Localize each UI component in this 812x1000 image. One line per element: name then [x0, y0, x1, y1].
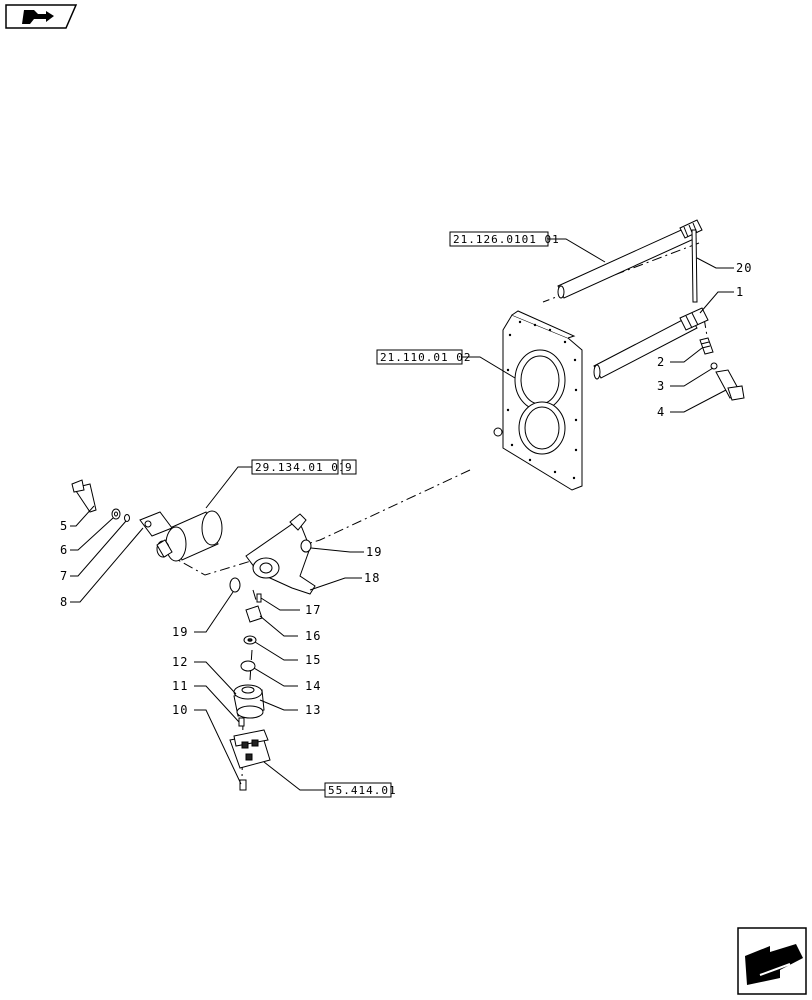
plug-screw: [715, 369, 745, 401]
ref-box-cylinder-index[interactable]: 9: [341, 459, 357, 475]
shift-cylinder: [156, 510, 223, 562]
ref-box-long-shaft[interactable]: 21.126.0101 01: [449, 231, 560, 247]
detent: [245, 605, 263, 623]
pin: [256, 593, 262, 603]
callout-10: 10: [172, 703, 188, 717]
ref-box-cylinder[interactable]: 29.134.01 01: [251, 459, 346, 475]
selector-shaft: [593, 307, 709, 380]
callout-8: 8: [60, 595, 68, 609]
callout-17: 17: [305, 603, 321, 617]
callout-19-left: 19: [172, 625, 188, 639]
back-arrow-icon: [745, 944, 803, 985]
cover-cap: [233, 684, 265, 719]
ref-text-3b: 9: [345, 461, 353, 474]
cap-pin: [238, 717, 245, 727]
housing-plate: [493, 310, 583, 491]
callout-1: 1: [736, 285, 744, 299]
back-button[interactable]: [737, 927, 807, 995]
callout-12: 12: [172, 655, 188, 669]
callout-18: 18: [364, 571, 380, 585]
spring-pin: [699, 337, 714, 355]
callout-15: 15: [305, 653, 321, 667]
screw: [239, 779, 247, 791]
ref-box-valve[interactable]: 55.414.01: [324, 782, 397, 798]
ref-text-3: 29.134.01 01: [255, 461, 346, 474]
o-ring-small: [124, 514, 130, 522]
flat-washer: [243, 635, 257, 645]
callout-13: 13: [305, 703, 321, 717]
valve-block: [229, 729, 271, 769]
callout-11: 11: [172, 679, 188, 693]
washer: [111, 508, 121, 520]
bolt: [71, 479, 97, 513]
ref-text-2: 21.110.01 02: [380, 351, 471, 364]
callout-20: 20: [736, 261, 752, 275]
callout-5: 5: [60, 519, 68, 533]
callout-19-right: 19: [366, 545, 382, 559]
callout-2: 2: [657, 355, 665, 369]
detent-ball: [710, 362, 718, 370]
o-ring-left: [229, 577, 241, 593]
callout-7: 7: [60, 569, 68, 583]
callout-14: 14: [305, 679, 321, 693]
callout-6: 6: [60, 543, 68, 557]
o-ring-right: [300, 539, 312, 553]
callout-4: 4: [657, 405, 665, 419]
callout-3: 3: [657, 379, 665, 393]
o-ring-14: [240, 660, 256, 672]
ref-text-4: 55.414.01: [328, 784, 397, 797]
nav-tab-button[interactable]: [5, 4, 78, 29]
tag-arrow-icon: [22, 10, 54, 24]
ref-text-1: 21.126.0101 01: [453, 233, 560, 246]
ref-box-housing[interactable]: 21.110.01 02: [376, 349, 471, 365]
callout-16: 16: [305, 629, 321, 643]
thin-rod: [691, 229, 698, 303]
bracket: [139, 511, 173, 537]
shift-fork: [245, 513, 316, 595]
long-shaft: [557, 219, 703, 299]
